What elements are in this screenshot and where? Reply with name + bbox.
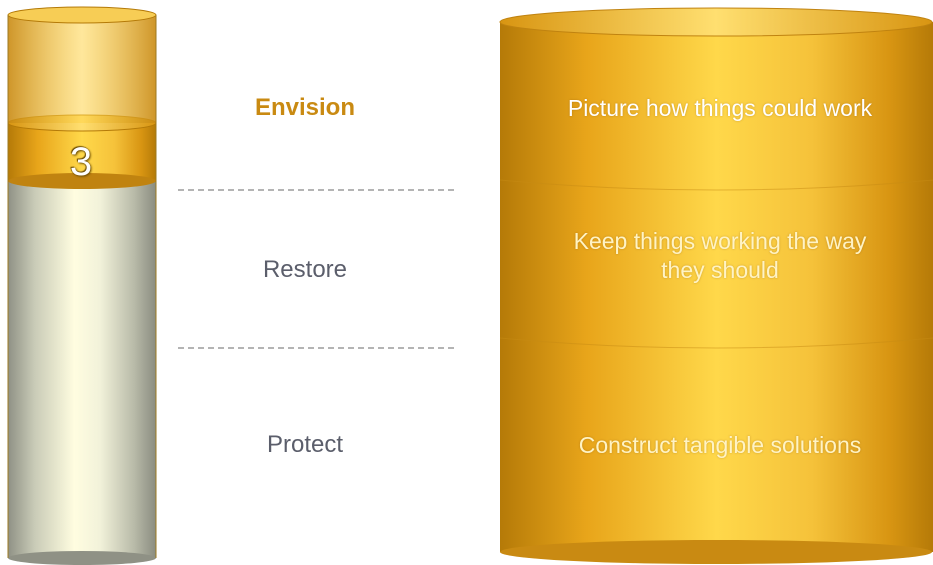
level-description-envision: Picture how things could work xyxy=(567,95,873,121)
level-label-envision: Envision xyxy=(254,94,356,121)
segment-separator-1 xyxy=(499,179,933,191)
meter-upper-rim xyxy=(7,6,157,24)
level-label-protect: Protect xyxy=(266,431,344,458)
divider-2 xyxy=(178,347,454,349)
meter-gold-band xyxy=(8,123,156,181)
level-description-protect: Construct tangible solutions xyxy=(578,432,862,458)
cylinder-body xyxy=(500,22,933,552)
divider-1 xyxy=(178,189,454,191)
level-label-restore: Restore xyxy=(262,256,348,283)
level-badge: 3 xyxy=(69,140,93,184)
meter-upper-section xyxy=(8,15,156,123)
segment-separator-2 xyxy=(499,337,933,349)
meter-gold-band-bottom xyxy=(8,173,156,189)
cylinder-top xyxy=(499,7,933,37)
content-cylinder xyxy=(499,7,933,564)
cylinder-bottom xyxy=(500,540,932,564)
level-meter-cylinder xyxy=(7,6,157,565)
meter-bottom xyxy=(8,551,156,565)
meter-silver-body xyxy=(8,180,156,558)
level-description-restore: Keep things working the way they should xyxy=(573,228,867,283)
